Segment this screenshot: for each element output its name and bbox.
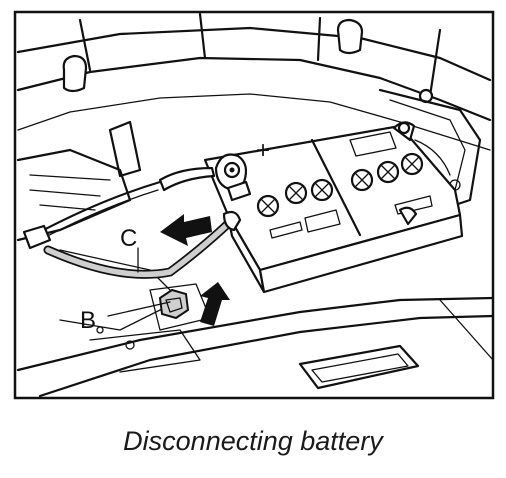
lower-cover-panel — [16, 296, 495, 398]
callout-leaders — [107, 247, 171, 317]
lead-wire — [22, 166, 216, 250]
direction-arrows — [160, 214, 230, 326]
left-bracket — [16, 120, 201, 373]
battery-plus-mark: + — [256, 137, 270, 164]
callout-label-b: B — [80, 307, 96, 334]
upper-body-panel — [16, 12, 492, 151]
negative-terminal — [214, 153, 252, 202]
callout-label-c: C — [120, 225, 137, 252]
figure-caption: Disconnecting battery — [123, 426, 383, 456]
battery-cell-caps — [256, 152, 424, 218]
battery: + — [203, 121, 464, 294]
right-components — [378, 88, 482, 212]
arrow-left-icon — [160, 214, 212, 246]
arrow-up-icon — [200, 282, 230, 326]
ground-cable — [43, 210, 242, 279]
